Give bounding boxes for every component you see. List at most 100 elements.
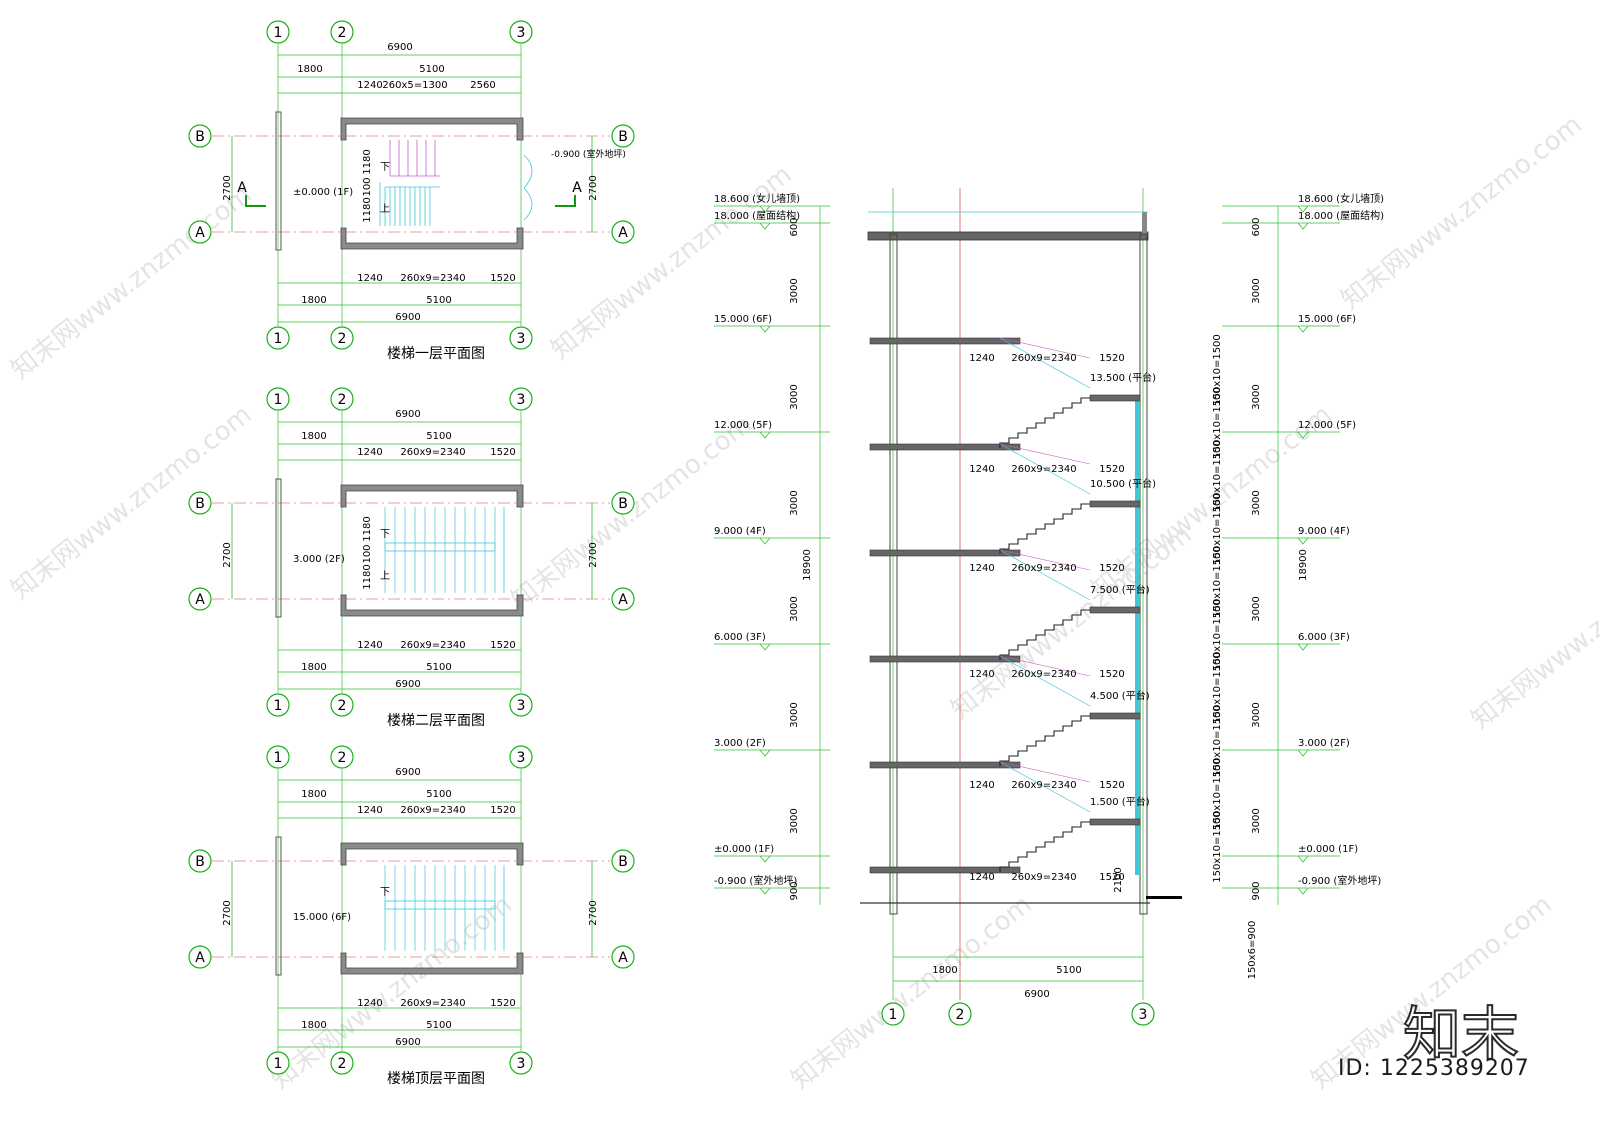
wall-column-1 [275, 478, 282, 618]
section-axis-bubble [881, 1002, 905, 1026]
plan-floor-elevation: ±0.000 (1F) [293, 187, 353, 198]
section-flight-dim: 150x10=1500 [1212, 758, 1223, 830]
section-elev-left: 9.000 (4F) [714, 526, 766, 537]
axis-bubble-top [266, 387, 290, 411]
section-tread-dim-a: 1240 [969, 563, 994, 574]
upper-flight-line [999, 443, 1091, 465]
plan-dim-total-top: 6900 [395, 767, 420, 778]
plan-inner-dim-3: 1180 [362, 564, 373, 589]
plan-title: 楼梯顶层平面图 [387, 1071, 485, 1087]
plan-title: 楼梯一层平面图 [387, 346, 485, 362]
section-storey-dim-right: 3000 [1251, 384, 1262, 409]
plan-dim-c-top: 2560 [470, 80, 495, 91]
axis-bubble-right-label: B [618, 496, 628, 512]
section-elev-left: 18.600 (女儿墙顶) [714, 192, 800, 205]
axis-bubble-top-label: 2 [338, 25, 347, 41]
axis-bubble-top-label: 1 [274, 750, 283, 766]
plan-dim-left-bottom: 1800 [301, 662, 326, 673]
watermark-text: 知末网www.znzmo.com [1466, 530, 1600, 736]
section-landing-elev: 1.500 (平台) [1090, 795, 1150, 808]
plan-down-label: 下 [380, 887, 390, 898]
section-storey-dim-right: 3000 [1251, 702, 1262, 727]
section-flight-dim: 150x10=1500 [1212, 334, 1223, 406]
floor-slab [869, 337, 1021, 345]
section-flight-dim: 150x10=1500 [1212, 599, 1223, 671]
section-storey-dim-left: 600 [789, 217, 800, 236]
axis-bubble-top-label: 3 [517, 25, 526, 41]
stair-section: 18.600 (女儿墙顶) 18.600 (女儿墙顶) 18.000 (屋面结构) 1… [714, 188, 1384, 1026]
plan-side-dim-left: 2700 [222, 175, 233, 200]
wall-top [340, 484, 524, 508]
plan-dim-b-bottom: 260x9=2340 [400, 998, 465, 1009]
handrail-well [384, 542, 496, 552]
section-elev-left: 3.000 (2F) [714, 738, 766, 749]
plan-outside-elevation: -0.900 (室外地坪) [551, 148, 626, 160]
plan-dim-left-top: 1800 [301, 431, 326, 442]
section-tread-dim-c: 1520 [1099, 464, 1124, 475]
parapet [1142, 212, 1147, 234]
section-elev-left: 12.000 (5F) [714, 420, 772, 431]
elev-tick-left [759, 222, 771, 230]
section-flight-dim: 150x10=1500 [1212, 811, 1223, 883]
plan-inner-dim-2: 100 [362, 177, 373, 196]
section-tread-dim-c: 1520 [1099, 353, 1124, 364]
axis-bubble-top [330, 745, 354, 769]
section-tread-dim-b: 260x9=2340 [1011, 353, 1076, 364]
elev-tick-left [759, 855, 771, 863]
handrail-line [999, 655, 1091, 707]
plan-dim-right-bottom: 5100 [426, 662, 451, 673]
upper-flight-line [999, 337, 1091, 359]
axis-bubble-right-label: A [618, 225, 628, 241]
section-elev-right: 18.000 (屋面结构) [1298, 209, 1384, 222]
plan-dim-left-top: 1800 [301, 789, 326, 800]
section-tread-dim-c: 1520 [1099, 563, 1124, 574]
stair-flight [999, 503, 1090, 554]
axis-bubble-bottom [266, 326, 290, 350]
section-dim-right-bottom: 5100 [1056, 965, 1081, 976]
section-storey-dim-right: 3000 [1251, 596, 1262, 621]
stair-flight [999, 397, 1090, 448]
section-total-height-left: 18900 [802, 549, 813, 581]
section-storey-dim-left: 3000 [789, 596, 800, 621]
wall-left [889, 233, 898, 915]
axis-bubble-right-label: B [618, 854, 628, 870]
roof-slab [867, 231, 1149, 241]
section-elev-left: 18.000 (屋面结构) [714, 209, 800, 222]
section-storey-dim-right: 900 [1251, 881, 1262, 900]
axis-bubble-left [188, 945, 212, 969]
axis-bubble-left [188, 124, 212, 148]
section-dim-left-bottom: 1800 [932, 965, 957, 976]
axis-bubble-bottom-label: 2 [338, 698, 347, 714]
plan-dim-b-top: 260x9=2340 [400, 447, 465, 458]
watermark-text: 知末网www.znzmo.com [506, 410, 758, 616]
plan-floor-elevation: 3.000 (2F) [293, 554, 345, 565]
plan-dim-b-bottom: 260x9=2340 [400, 273, 465, 284]
section-tread-dim-a: 1240 [969, 780, 994, 791]
elev-tick-right [1297, 325, 1309, 333]
section-dim-2100: 2100 [1113, 867, 1124, 892]
elev-tick-right [1297, 222, 1309, 230]
brand-id: ID: 1225389207 [1338, 1056, 1530, 1081]
plan-down-label: 下 [380, 162, 390, 173]
section-elev-right: 18.600 (女儿墙顶) [1298, 192, 1384, 205]
plan-side-dim-right: 2700 [588, 542, 599, 567]
watermark-text: 知末网www.znzmo.com [6, 400, 258, 606]
watermark-layer: 知末网www.znzmo.com 知末网www.znzmo.com 知末网www.z… [6, 110, 1600, 1096]
section-tread-dim-a: 1240 [969, 464, 994, 475]
axis-bubble-top-label: 1 [274, 25, 283, 41]
axis-bubble-left-label: B [195, 129, 205, 145]
axis-bubble-left-label: A [195, 592, 205, 608]
handrail-line [999, 549, 1091, 601]
section-elev-right: ±0.000 (1F) [1298, 844, 1358, 855]
axis-bubble-bottom-label: 1 [274, 1056, 283, 1072]
stair-treads [379, 140, 440, 226]
axis-bubble-bottom [509, 1051, 533, 1075]
plan-up-label: 上 [380, 203, 390, 215]
plan-dim-right-top: 5100 [426, 431, 451, 442]
section-flight-dim: 150x10=1500 [1212, 493, 1223, 565]
plan-inner-dim-1: 1180 [362, 149, 373, 174]
axis-bubble-top [509, 387, 533, 411]
landing-slab [1089, 818, 1141, 826]
axis-bubble-top-label: 2 [338, 392, 347, 408]
